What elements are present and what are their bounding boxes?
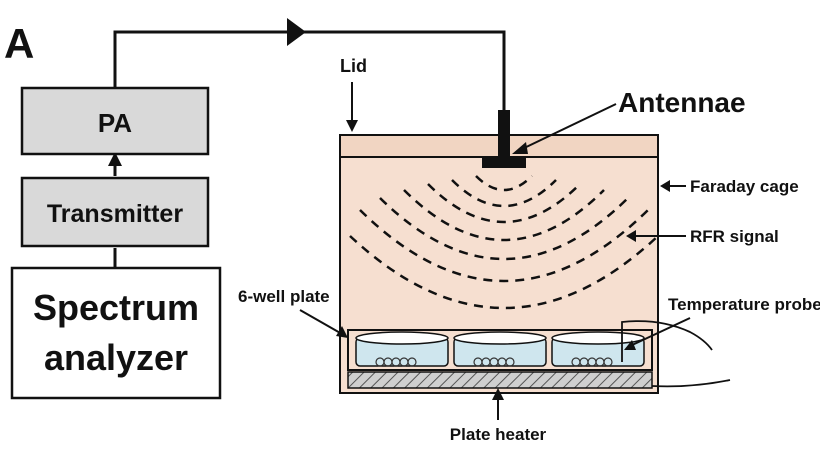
spectrum-analyzer-block — [10, 266, 222, 400]
lid-label: Lid — [340, 56, 367, 76]
cell-clusters — [375, 357, 613, 367]
lid-arrow-icon — [346, 120, 358, 132]
antenna-mast — [498, 110, 510, 160]
rfr-signal-label: RFR signal — [690, 227, 779, 246]
faraday-arrow-icon — [660, 180, 670, 192]
six-well-arrow-icon — [336, 326, 348, 338]
six-well-plate-label: 6-well plate — [238, 287, 330, 306]
pa-block — [20, 86, 210, 156]
transmitter-block — [20, 176, 210, 248]
plate-heater — [347, 371, 653, 389]
transmitter-label: Transmitter — [47, 200, 183, 228]
plate-heater-label: Plate heater — [450, 425, 547, 444]
arrow-up-icon — [108, 152, 122, 166]
panel-letter: A — [4, 20, 34, 67]
antennae-arrow-icon — [512, 142, 528, 154]
arrow-right-icon — [287, 18, 306, 46]
heater-wire — [651, 379, 731, 388]
rfr-waves — [349, 175, 659, 310]
pa-label: PA — [98, 108, 132, 138]
probe-arrow-icon — [624, 340, 636, 350]
faraday-cage-label: Faraday cage — [690, 177, 799, 196]
antenna-base — [482, 158, 526, 168]
temperature-probe-label: Temperature probe — [668, 295, 820, 314]
spectrum-label: Spectrum — [33, 287, 199, 328]
heater-arrow-icon — [492, 388, 504, 400]
rfr-arrow-icon — [626, 230, 636, 242]
temperature-probe-wire — [621, 320, 713, 362]
wells — [355, 331, 645, 367]
antennae-label: Antennae — [618, 87, 746, 118]
analyzer-label: analyzer — [44, 337, 188, 378]
